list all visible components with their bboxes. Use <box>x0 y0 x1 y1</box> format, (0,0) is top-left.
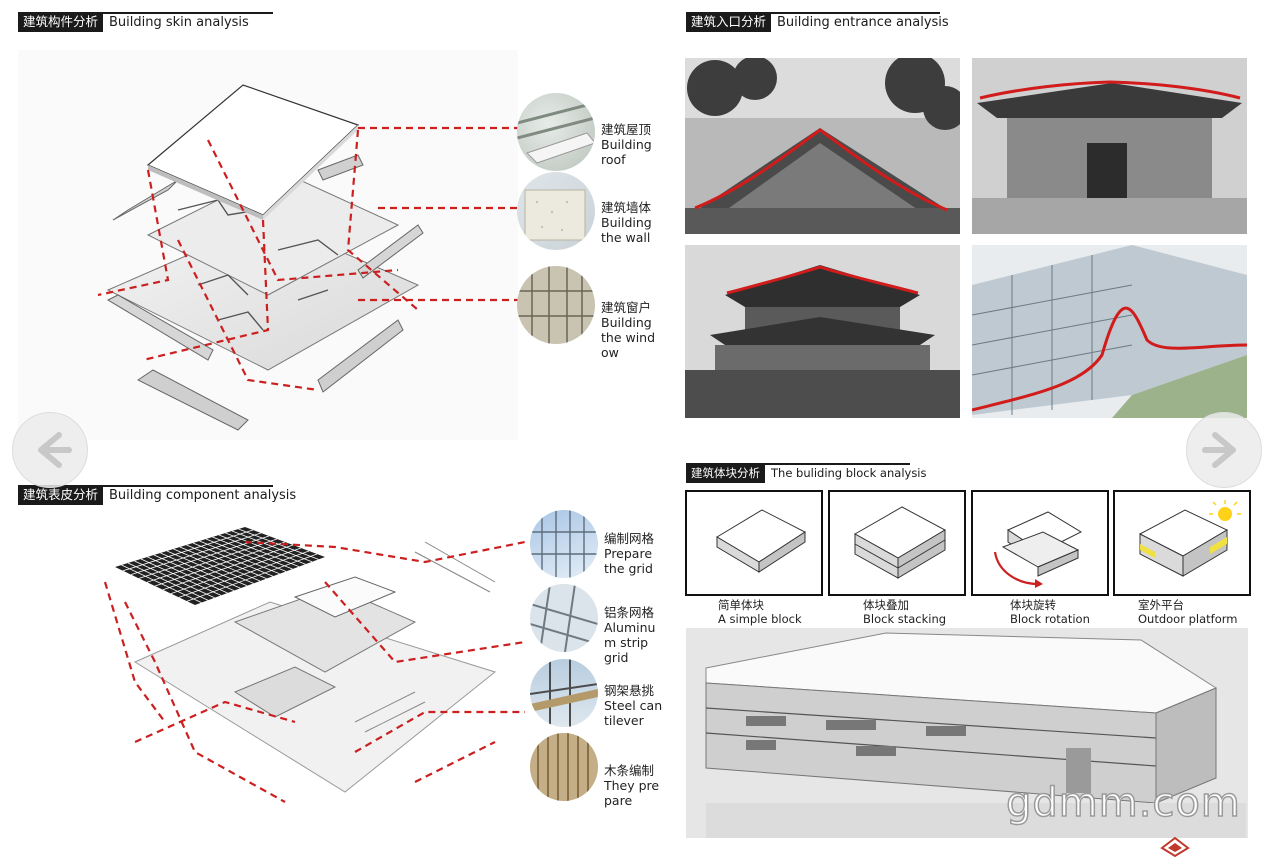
block-label-rotation-en: Block rotation <box>1010 612 1090 626</box>
block-header-en: The buliding block analysis <box>771 466 927 480</box>
block-label-simple-en: A simple block <box>718 612 802 626</box>
window-detail-image <box>517 266 595 344</box>
block-label-outdoor-en: Outdoor platform <box>1138 612 1238 626</box>
arrow-right-icon <box>1202 432 1236 468</box>
block-label-outdoor-zh: 室外平台 <box>1138 598 1184 612</box>
entrance-photo-palace <box>685 245 960 418</box>
component-callout-aluminum: 铝条网格 Aluminu m strip grid <box>604 605 656 665</box>
skin-callout-roof: 建筑屋顶 Building roof <box>601 122 652 167</box>
block-label-simple-zh: 简单体块 <box>718 598 764 612</box>
block-step-simple <box>685 490 823 596</box>
roof-detail-image <box>517 93 595 171</box>
entrance-header-rule <box>686 12 940 14</box>
entrance-header-en: Building entrance analysis <box>777 14 949 30</box>
entrance-photo-hall-front <box>972 58 1247 234</box>
component-callout-steel: 钢架悬挑 Steel can tilever <box>604 683 663 728</box>
skin-header-en: Building skin analysis <box>109 14 249 30</box>
component-header-en: Building component analysis <box>109 487 297 503</box>
component-callout-grid: 编制网格 Prepare the grid <box>604 531 655 576</box>
block-step-outdoor-platform <box>1113 490 1251 596</box>
timber-weave-detail-image <box>530 733 598 801</box>
block-header-zh: 建筑体块分析 <box>686 463 765 483</box>
next-page-button[interactable] <box>1186 412 1262 488</box>
block-step-rotation <box>971 490 1109 596</box>
arrow-left-icon <box>38 432 72 468</box>
entrance-header-zh: 建筑入口分析 <box>686 12 772 32</box>
component-exploded-axonometric <box>95 522 525 827</box>
block-label-stacking-en: Block stacking <box>863 612 947 626</box>
block-header-rule <box>686 463 910 465</box>
block-section-perspective <box>686 628 1248 838</box>
component-header-rule <box>18 485 273 487</box>
entrance-photo-temple-gable <box>685 58 960 234</box>
steel-cantilever-detail-image <box>530 659 598 727</box>
entrance-photo-modern-render <box>972 245 1247 418</box>
skin-callout-window: 建筑窗户 Building the wind ow <box>601 300 656 360</box>
block-label-rotation-zh: 体块旋转 <box>1010 598 1056 612</box>
skin-exploded-axonometric <box>18 50 518 440</box>
wall-detail-image <box>517 172 595 250</box>
entrance-section-header: 建筑入口分析 Building entrance analysis <box>686 12 949 32</box>
watermark-logo-icon <box>1160 836 1190 858</box>
component-section-header: 建筑表皮分析 Building component analysis <box>18 485 296 505</box>
block-label-stacking-zh: 体块叠加 <box>863 598 909 612</box>
watermark: gdmm.com <box>1005 779 1241 827</box>
prev-page-button[interactable] <box>12 412 88 488</box>
skin-callout-wall: 建筑墙体 Building the wall <box>601 200 652 245</box>
block-section-header: 建筑体块分析 The buliding block analysis <box>686 463 927 483</box>
block-step-stacking <box>828 490 966 596</box>
skin-header-rule <box>18 12 273 14</box>
component-callout-timber: 木条编制 They pre pare <box>604 763 660 808</box>
grid-detail-image <box>530 510 598 578</box>
component-header-zh: 建筑表皮分析 <box>18 485 104 505</box>
aluminum-grid-detail-image <box>530 584 598 652</box>
skin-header-zh: 建筑构件分析 <box>18 12 104 32</box>
skin-section-header: 建筑构件分析 Building skin analysis <box>18 12 249 32</box>
